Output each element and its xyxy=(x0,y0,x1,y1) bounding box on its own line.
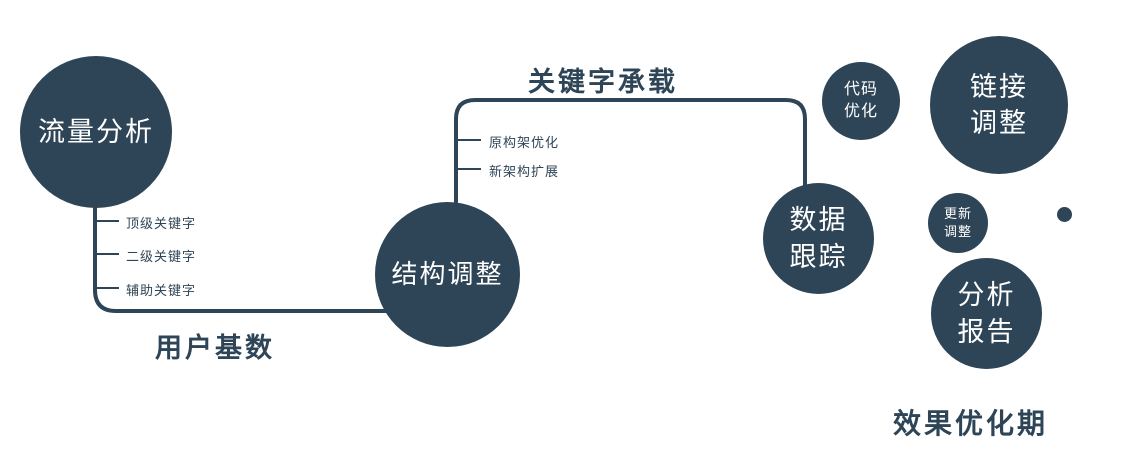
branch-label-top-keyword: 顶级关键字 xyxy=(126,216,197,231)
update-adjustment-node: 更新 调整 xyxy=(928,193,988,253)
analysis-report-label: 分析 报告 xyxy=(957,280,1016,347)
structure-adjustment-node: 结构调整 xyxy=(375,202,520,347)
connector-structure-to-tracking xyxy=(454,98,807,204)
code-optimization-label: 代码 优化 xyxy=(843,81,878,120)
structure-adjustment-label: 结构调整 xyxy=(391,258,504,289)
branch-label-auxiliary-keyword: 辅助关键字 xyxy=(126,283,197,298)
link-adjustment-label: 链接 调整 xyxy=(970,71,1028,138)
user-base-edge-label: 用户基数 xyxy=(155,333,275,363)
traffic-analysis-label: 流量分析 xyxy=(38,116,154,147)
branch-label-original-architecture: 原构架优化 xyxy=(489,135,560,150)
code-optimization-node: 代码 优化 xyxy=(822,62,900,140)
traffic-analysis-node: 流量分析 xyxy=(20,56,172,208)
caption-effect-optimization-period: 效果优化期 xyxy=(893,408,1049,439)
data-tracking-label: 数据 跟踪 xyxy=(789,205,848,272)
bullet-dot-node xyxy=(1057,207,1072,222)
update-adjustment-label: 更新 调整 xyxy=(943,206,972,239)
keyword-carrying-edge-label: 关键字承载 xyxy=(528,67,678,97)
connector-traffic-to-structure xyxy=(93,204,390,313)
branch-label-secondary-keyword: 二级关键字 xyxy=(126,249,197,264)
branch-label-new-architecture: 新架构扩展 xyxy=(489,164,560,179)
analysis-report-node: 分析 报告 xyxy=(931,258,1042,369)
link-adjustment-node: 链接 调整 xyxy=(930,36,1068,174)
data-tracking-node: 数据 跟踪 xyxy=(763,183,874,294)
